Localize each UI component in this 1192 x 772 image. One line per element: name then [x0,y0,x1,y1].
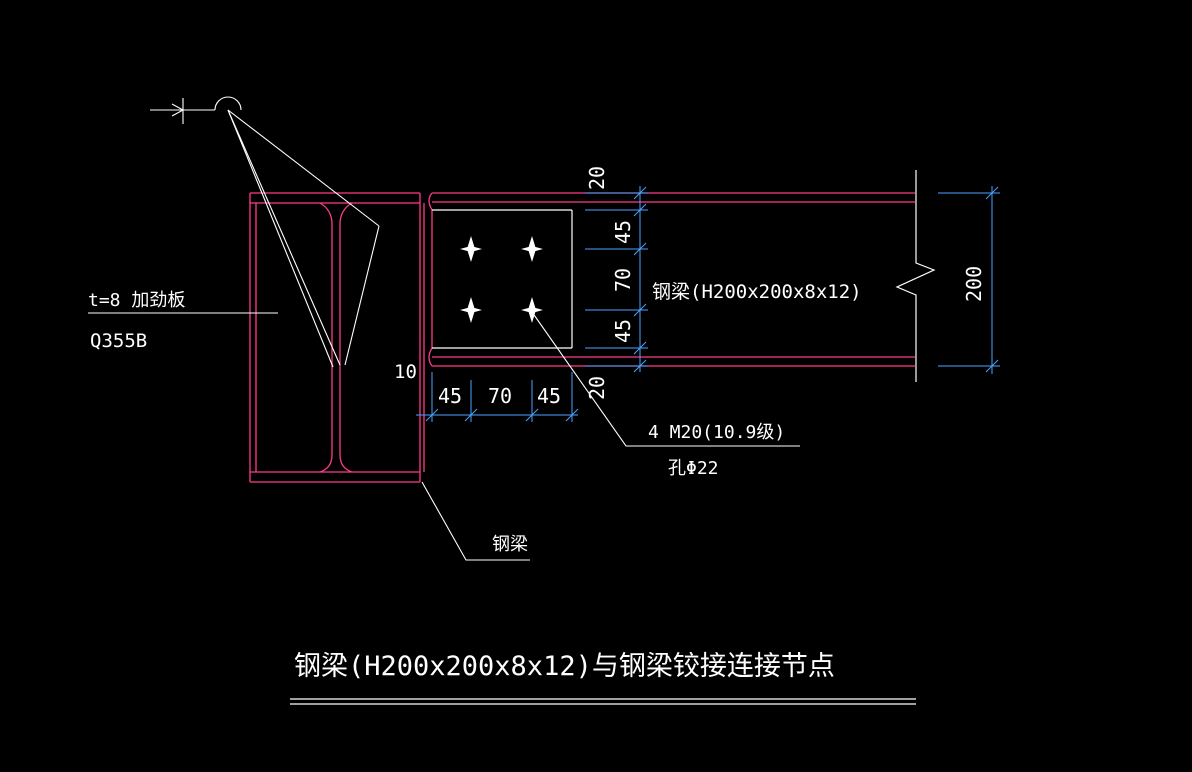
dim-h-3: 45 [537,384,561,408]
main-beam [249,192,425,483]
dim-h-1: 45 [438,384,462,408]
horizontal-dimensions [416,372,579,422]
vertical-dimensions [585,186,648,373]
dim-v-1: 45 [611,220,635,244]
depth-dimension [938,186,1000,374]
bolt-hole: 孔Φ22 [668,458,719,479]
dim-v-3: 45 [611,319,635,343]
bolt-callout: 4 M20(10.9级) 孔Φ22 [531,311,800,479]
secondary-beam [428,192,915,367]
dim-h-2: 70 [488,384,512,408]
dim-v-2: 70 [611,268,635,292]
dim-gap: 10 [394,361,417,383]
bolt-group [460,236,543,323]
shear-plate [432,209,573,349]
secondary-beam-label: 钢梁(H200x200x8x12) [652,281,862,303]
bolt-1 [460,236,482,262]
stiffener-label: t=8 加劲板 [88,290,185,311]
stiffener-callout: t=8 加劲板 Q355B [88,290,278,352]
bolt-4 [521,297,543,323]
dim-v-bottom: 20 [585,376,609,400]
bolt-3 [460,297,482,323]
weld-symbol [150,96,380,368]
main-beam-label: 钢梁 [492,534,528,555]
dim-depth: 200 [962,266,986,302]
main-beam-callout: 钢梁 [421,481,530,561]
bolt-2 [521,236,543,262]
bolt-spec: 4 M20(10.9级) [648,422,785,443]
dim-v-top: 20 [585,166,609,190]
stiffener-grade: Q355B [90,330,147,352]
break-line [895,170,936,382]
title-underline [290,698,916,705]
drawing-title: 钢梁(H200x200x8x12)与钢梁铰接连接节点 [294,651,835,682]
